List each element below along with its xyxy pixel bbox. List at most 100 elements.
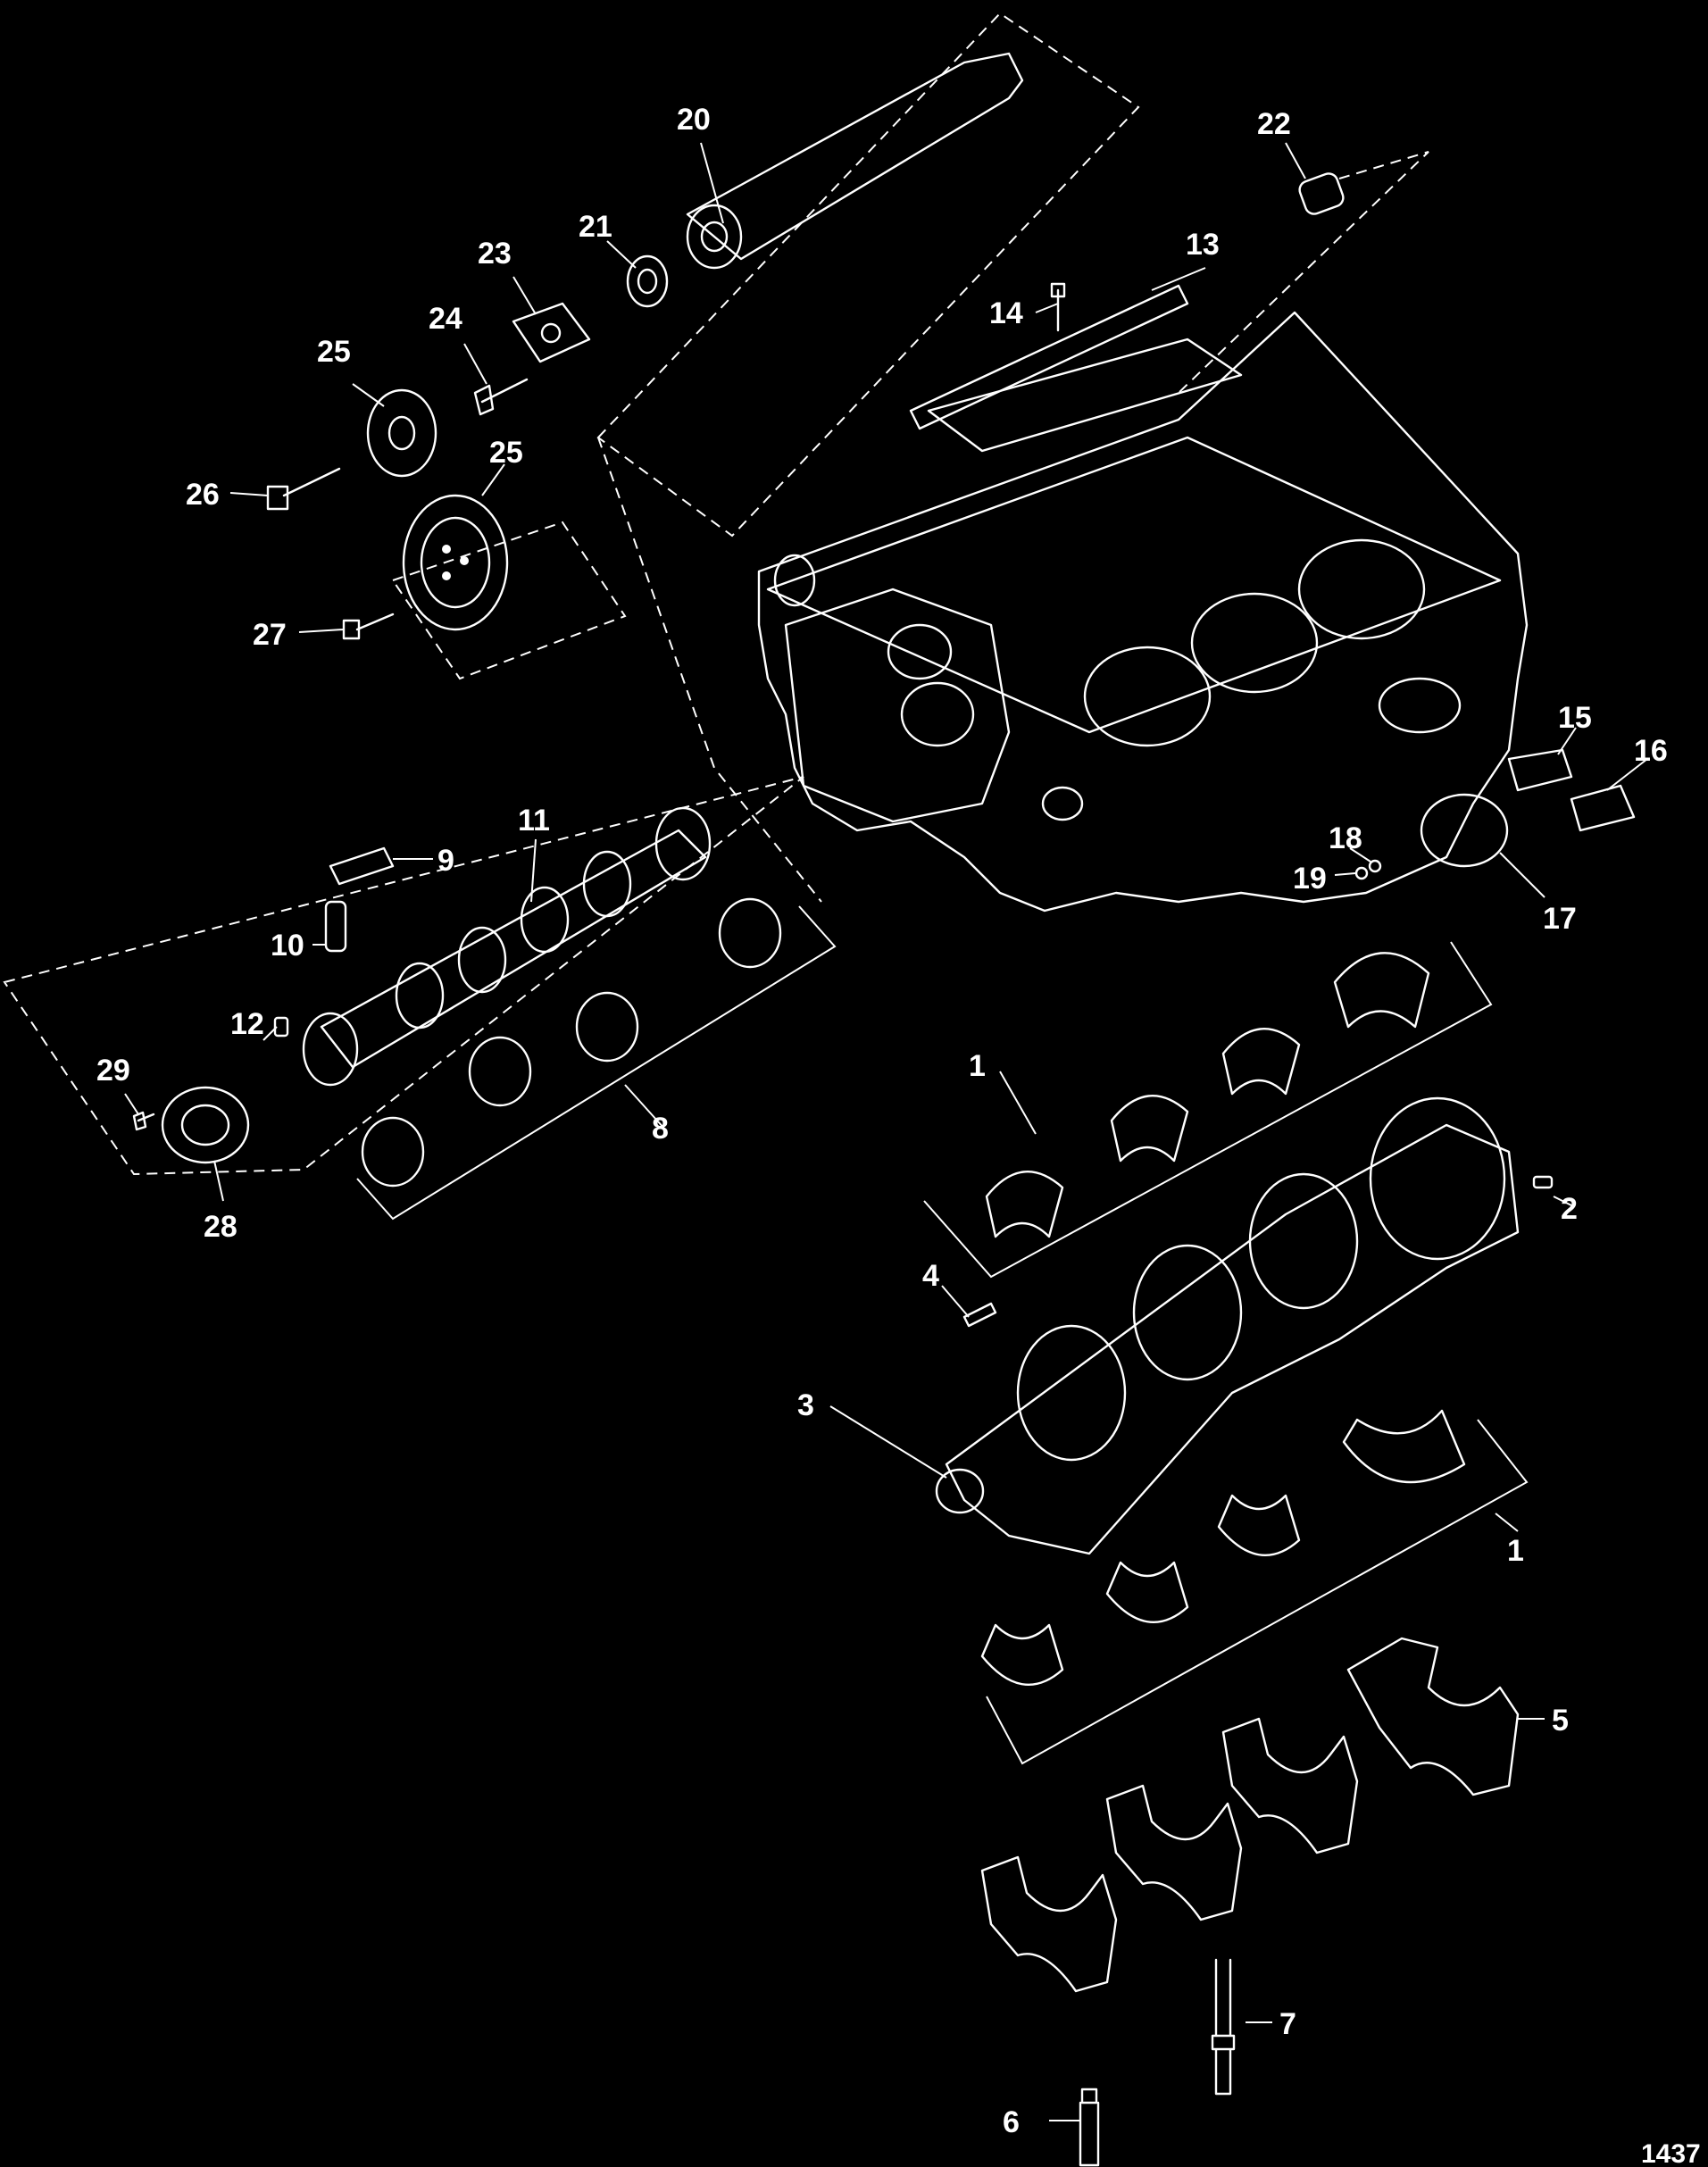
washer-part-18 [1368,859,1382,873]
crank-throw-2 [1132,1244,1243,1381]
callout-19: 19 [1293,862,1327,896]
guide-part-9 [329,846,395,886]
camshaft-bearings-group [356,897,837,1221]
upper-main-bearings [923,941,1493,1279]
cam-lobe-2 [395,962,445,1029]
rail-part-13 [909,284,1189,430]
leader-20 [700,142,724,224]
callout-18: 18 [1329,821,1362,855]
alignment-dashed-lines [3,12,1429,1176]
cam-lobe-4 [520,886,570,954]
upper-bearings-bracket [923,941,1493,1279]
gear-small-part-25-hub [387,415,416,451]
cam-bearings-bracket [356,905,837,1221]
callout-11: 11 [518,804,550,838]
leader-27 [298,629,345,633]
sender-part-17 [1420,793,1509,868]
cam-lobe-1 [302,1012,359,1087]
camshaft-part-11 [320,829,707,1069]
callout-4: 4 [922,1259,939,1293]
cylinder-bore-1 [1083,646,1212,747]
callout-23: 23 [478,237,512,271]
leader-2 [1553,1196,1572,1206]
thrust-plate-part-28 [161,1086,250,1164]
leader-1a [999,1071,1037,1135]
callout-13: 13 [1186,228,1220,262]
bolt-part-14 [1050,282,1066,332]
callout-29: 29 [96,1054,130,1088]
block-dash-line [597,437,822,903]
balance-shaft-part-20 [686,52,1024,261]
crank-snout [935,1468,985,1514]
cam-lobe-3 [457,926,507,994]
leader-16 [1606,758,1648,791]
leader-3 [829,1405,947,1479]
bolt-part-7 [1211,1958,1236,2096]
balance-shaft-dash-group [596,12,1140,538]
bolt-part-26 [266,467,341,511]
cylinder-bore-3 [1297,538,1426,640]
leader-19 [1334,872,1356,876]
sensor-part-16 [1570,784,1636,832]
block-front-bore-3 [1041,786,1084,821]
lower-bearing-2 [1105,1561,1189,1623]
callout-10: 10 [271,929,304,963]
gear-small-part-25 [366,388,437,478]
upper-bearing-1 [985,1171,1064,1238]
crank-flange [1369,1096,1506,1261]
upper-bearing-2 [1110,1095,1189,1163]
front-gear-group [266,302,591,640]
leader-21 [606,240,637,269]
crank-throw-3 [1248,1172,1359,1310]
washer-part-19 [1354,866,1369,880]
callout-22: 22 [1257,107,1291,141]
leader-13 [1151,267,1206,291]
bearing-cap-1 [980,1855,1118,1993]
callout-14: 14 [989,296,1023,330]
cam-bearing-3 [575,991,639,1063]
callout-21: 21 [579,210,612,244]
callout-2: 2 [1561,1192,1578,1226]
cam-bearing-1 [361,1116,425,1188]
leader-4 [941,1285,970,1318]
gear-large-part-25-inner [420,516,491,609]
leader-22 [1285,142,1306,179]
fitting-part-15 [1507,748,1573,792]
upper-bearing-4 [1333,952,1430,1029]
gear-large-hole-2 [460,556,469,565]
block-deck [766,436,1502,734]
callout-28: 28 [204,1210,237,1244]
lower-bearing-4 [1342,1409,1466,1484]
callout-25a: 25 [317,335,351,369]
balance-shaft-end [686,204,743,270]
bearing-part-22 [1298,172,1345,215]
leader-29 [124,1093,139,1115]
callout-26: 26 [186,478,220,512]
plate-part-23-hole [540,322,562,344]
bearing-cap-2 [1105,1784,1243,1921]
plate-part-23 [512,302,591,363]
callout-6: 6 [1003,2105,1020,2139]
leader-25b [481,463,505,496]
leader-25a [352,383,385,407]
front-gear-dash-group [391,521,627,680]
leader-15 [1557,727,1577,755]
leader-lines [124,142,1648,2121]
callout-16: 16 [1634,734,1668,768]
block-front-bore-2 [900,681,975,747]
callout-25b: 25 [489,436,523,470]
callout-7: 7 [1279,2007,1296,2041]
block-front-bore-4 [773,554,816,607]
oil-pressure-sender-group [1354,748,1636,880]
engine-block [757,311,1529,913]
callout-12: 12 [230,1007,264,1041]
key-part-4 [962,1302,997,1328]
balance-shaft-group [626,52,1345,308]
figure-number: 1437 [1641,2139,1701,2167]
upper-bearing-3 [1221,1028,1301,1096]
callout-17: 17 [1543,902,1577,936]
bolt-part-27 [342,613,395,640]
callout-27: 27 [253,618,287,652]
callout-20: 20 [677,103,711,137]
